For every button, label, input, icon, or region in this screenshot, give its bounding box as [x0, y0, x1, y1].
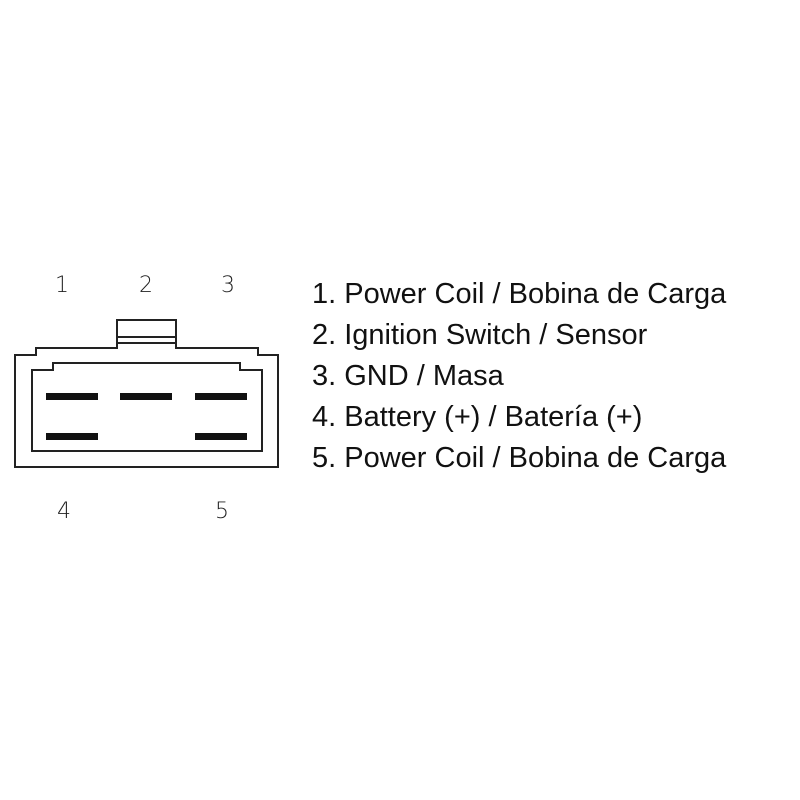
- pin-number-1: 1: [55, 273, 69, 298]
- connector-housing-outline: [14, 319, 279, 468]
- pin-number-2: 2: [139, 273, 153, 298]
- legend-item: 4. Battery (+) / Batería (+): [312, 401, 643, 433]
- pin-4-terminal: [46, 433, 98, 440]
- pin-legend: 1. Power Coil / Bobina de Carga 2. Ignit…: [312, 274, 726, 479]
- legend-item: 1. Power Coil / Bobina de Carga: [312, 278, 727, 310]
- legend-item: 5. Power Coil / Bobina de Carga: [312, 442, 727, 474]
- legend-item: 3. GND / Masa: [312, 360, 504, 392]
- pin-2-terminal: [120, 393, 172, 400]
- pin-3-terminal: [195, 393, 247, 400]
- pin-1-terminal: [46, 393, 98, 400]
- connector-inner-cavity: [31, 362, 263, 452]
- pin-number-5: 5: [215, 499, 229, 524]
- pin-5-terminal: [195, 433, 247, 440]
- pin-number-4: 4: [57, 499, 71, 524]
- pin-number-3: 3: [221, 273, 235, 298]
- legend-item: 2. Ignition Switch / Sensor: [312, 319, 648, 351]
